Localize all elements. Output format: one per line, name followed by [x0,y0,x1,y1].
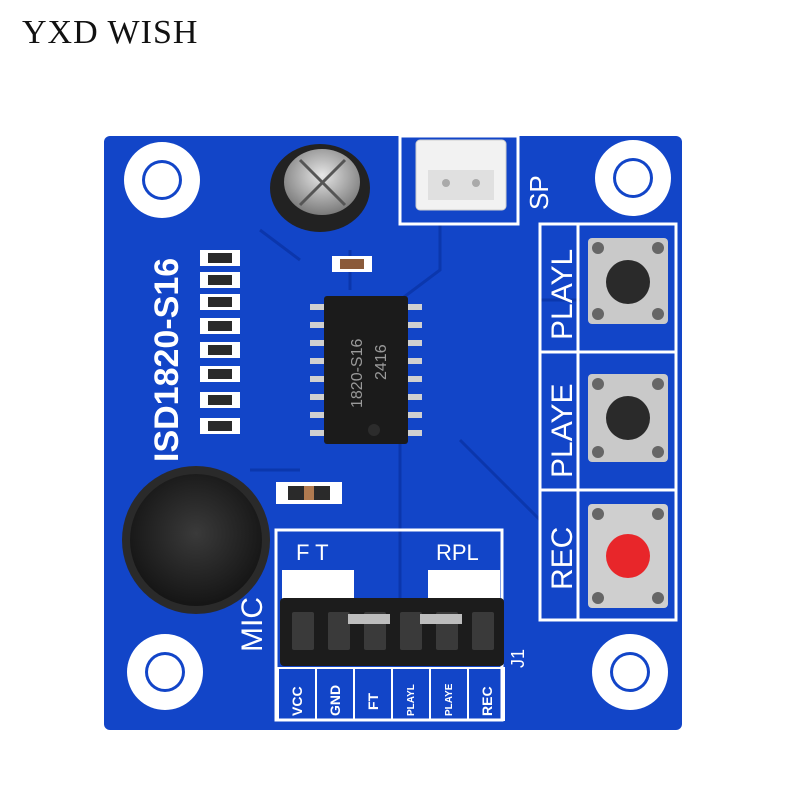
playl-button[interactable] [588,238,668,324]
pin-label-playe: PLAYE [444,683,455,716]
jumper-label-rpl: RPL [436,540,479,565]
microphone [122,466,270,614]
mounting-hole-bottom-right [592,634,668,710]
header-label-j1: J1 [508,649,528,668]
mounting-hole-top-right [595,140,671,216]
chip-marking-line2: 2416 [373,344,390,380]
mounting-hole-top-left [124,142,200,218]
smd-components [200,250,372,504]
capacitor [270,144,370,232]
brand-watermark: YXD WISH [22,14,199,51]
playe-button[interactable] [588,374,668,462]
pin-label-rec: REC [479,686,495,716]
mounting-hole-bottom-left [127,634,203,710]
button-label-playl: PLAYL [546,249,579,340]
ic-chip: 1820-S16 2416 [310,296,422,444]
speaker-label: SP [524,175,554,210]
chip-marking-line1: 1820-S16 [349,339,366,408]
jumper-pad-ft [282,570,354,600]
button-label-rec: REC [546,527,579,590]
jumper-pad-rpl [428,570,500,600]
pin-label-gnd: GND [327,685,343,716]
pin-header[interactable] [280,598,504,666]
button-panel [538,222,678,622]
rec-button[interactable] [588,504,668,608]
button-label-playe: PLAYE [546,384,579,479]
pin-label-ft: FT [365,692,381,710]
pin-label-playl: PLAYL [406,684,417,716]
mic-label: MIC [236,597,269,652]
jumper-label-ft: F T [296,540,329,565]
pin-label-vcc: VCC [289,686,305,716]
speaker-connector [398,134,520,226]
board-title: ISD1820-S16 [148,258,186,462]
pin-label-boxes [277,667,505,721]
